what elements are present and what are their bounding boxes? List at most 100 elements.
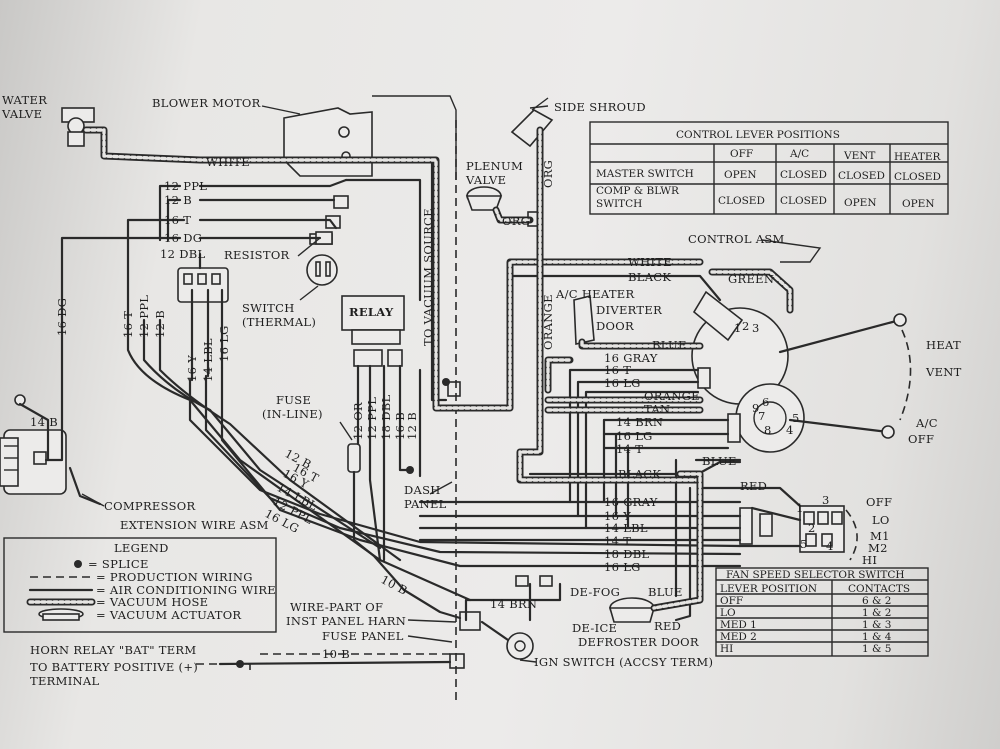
control-pin-9: 9 [752, 401, 760, 415]
side-shroud-actuator [510, 97, 554, 148]
r-16lg: 16 LG [604, 560, 641, 574]
blower-motor [283, 95, 457, 180]
control-cell: CLOSED [894, 171, 941, 183]
control-table-header: VENT [843, 150, 875, 162]
red-label: RED [740, 479, 767, 493]
control-pin-4: 4 [786, 423, 794, 437]
defog-label: DE-FOG [570, 585, 620, 599]
r-14t: 14 T [604, 534, 631, 548]
fan-row-pos: MED 2 [720, 631, 757, 643]
vacuum-source-label: TO VACUUM SOURCE [421, 208, 435, 346]
defroster-label: DEFROSTER DOOR [578, 635, 699, 649]
brn14-label: 14 BRN [616, 415, 663, 429]
legend-item: = AIR CONDITIONING WIRE [96, 583, 276, 597]
blue-label: BLUE [652, 338, 687, 352]
control-cell: CLOSED [780, 169, 827, 181]
blue2-label: BLUE [702, 454, 737, 468]
brn14b-label: 14 BRN [490, 597, 537, 611]
fuse-panel-label: FUSE PANEL [322, 629, 404, 643]
legend-item: = VACUUM ACTUATOR [96, 608, 241, 622]
v16t-label: 16 T [121, 311, 135, 338]
inline-fuse [347, 443, 361, 473]
fan-lo-label: LO [872, 513, 890, 527]
fan-table-header: LEVER POSITION [720, 583, 817, 595]
black-label: BLACK [628, 270, 671, 284]
control-cell: CLOSED [838, 170, 885, 182]
white-wire-label: WHITE [206, 155, 250, 169]
control-table-title: CONTROL LEVER POSITIONS [676, 129, 840, 141]
control-assembly [691, 290, 912, 453]
control-pin-8: 8 [764, 423, 772, 437]
fuse-inline-label: FUSE(IN-LINE) [262, 393, 323, 421]
control-row-label: MASTER SWITCH [596, 168, 694, 180]
fan-row-pos: OFF [720, 595, 743, 607]
control-lever-table: CONTROL LEVER POSITIONS OFF A/C VENT HEA… [589, 121, 949, 215]
control-cell: OPEN [844, 197, 877, 209]
b10a-label: 10 B [379, 572, 410, 597]
orange-label: ORANGE [644, 389, 700, 403]
black2-label: BLACK [618, 467, 661, 481]
v16y-label: 16 Y [185, 355, 199, 382]
b10b-label: 10 B [322, 647, 350, 661]
heat-label: HEAT [926, 338, 961, 352]
fan-switch-pin-4: 4 [826, 539, 834, 553]
resistor-label: RESISTOR [224, 248, 290, 262]
fan-switch-pin-3: 3 [822, 493, 830, 507]
vent-label: VENT [925, 365, 962, 379]
lg16b-label: 16 LG [616, 429, 653, 443]
t14-label: 14 T [616, 442, 643, 456]
control-table-header: OFF [730, 148, 753, 160]
to-battery-label: TO BATTERY POSITIVE (+)TERMINAL [30, 660, 198, 688]
tan-label: TAN [644, 402, 670, 416]
side-shroud-label: SIDE SHROUD [554, 100, 646, 114]
connectors [315, 195, 773, 587]
fan-table-title: FAN SPEED SELECTOR SWITCH [726, 569, 905, 581]
control-table-header: HEATER [894, 151, 941, 163]
b14-label: 14 B [30, 415, 58, 429]
leader-lines [81, 105, 822, 663]
t16-label: 16 T [604, 363, 631, 377]
control-table-header: A/C [789, 148, 809, 160]
fan-row-contacts: 1 & 5 [862, 643, 891, 655]
vacuum-hoses [82, 126, 794, 612]
r-16y: 16 Y [604, 509, 631, 523]
v12ppl-label: 12 PPL [137, 295, 151, 338]
water-valve [61, 107, 95, 147]
control-pin-6: 6 [762, 395, 770, 409]
legend-title: LEGEND [114, 541, 169, 555]
legend-item: = SPLICE [88, 557, 149, 571]
fan-row-pos: MED 1 [720, 619, 757, 631]
lg16-label: 16 LG [604, 376, 641, 390]
red2-label: RED [654, 619, 681, 633]
r-18dbl: 18 DBL [604, 547, 649, 561]
fan-table-header: CONTACTS [848, 583, 910, 595]
control-pin-2: 2 [742, 319, 750, 333]
horn-relay-label: HORN RELAY "BAT" TERM [30, 643, 196, 657]
control-cell: CLOSED [780, 195, 827, 207]
splice-dot [442, 378, 450, 386]
legend-item: = VACUUM HOSE [96, 595, 208, 609]
v16b-label: 16 B [393, 412, 407, 440]
compressor-label: COMPRESSOR [104, 499, 195, 513]
w-16t: 16 T [164, 213, 191, 227]
legend-item: = PRODUCTION WIRING [96, 570, 253, 584]
control-pin-5: 5 [792, 411, 800, 425]
control-pin-3: 3 [752, 321, 760, 335]
splice-dot [406, 466, 414, 474]
fan-m2-label: M2 [868, 541, 888, 555]
v12b-label: 12 B [153, 310, 167, 338]
r-16gray: 16 GRAY [604, 495, 658, 509]
relay [341, 295, 405, 367]
legend-splice-symbol [74, 560, 82, 568]
control-cell: OPEN [902, 198, 935, 210]
compressor [0, 394, 67, 495]
fan-row-pos: LO [720, 607, 736, 619]
fan-row-contacts: 6 & 2 [862, 595, 891, 607]
off-label: OFF [908, 432, 934, 446]
org-label: ORG [502, 214, 530, 228]
